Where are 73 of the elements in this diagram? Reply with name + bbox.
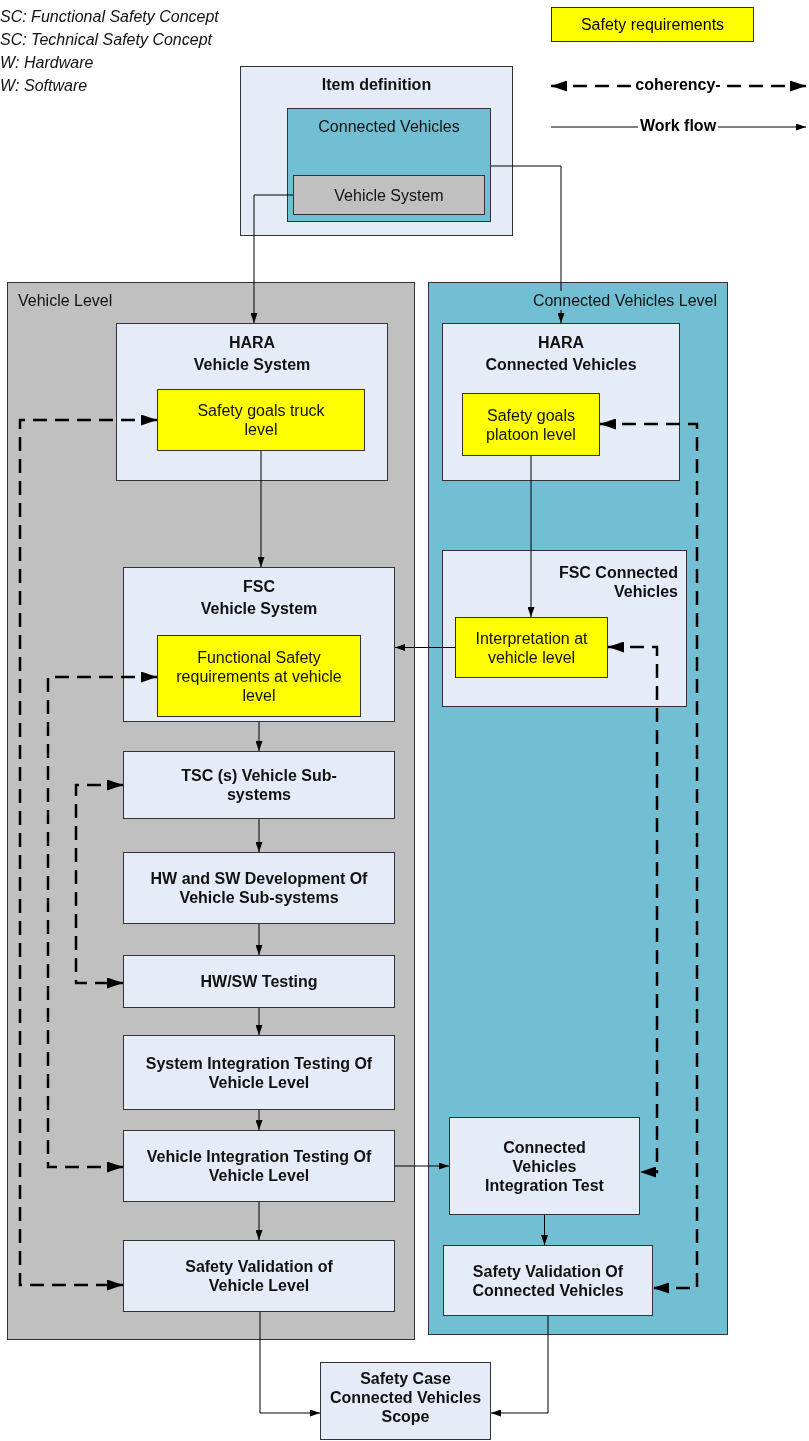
workflow-arrow	[255, 1201, 263, 1241]
workflow-arrow	[259, 1311, 321, 1417]
coherency-arrow	[74, 779, 123, 989]
box-title: Vehicle System	[193, 355, 311, 375]
container-box	[240, 66, 513, 236]
coherency-arrow	[600, 418, 699, 1294]
process-box	[123, 1035, 395, 1110]
box-title: Connected Vehicles	[485, 355, 637, 375]
process-box	[293, 175, 485, 215]
coherency-arrow	[46, 671, 157, 1173]
workflow-arrow	[394, 1162, 450, 1170]
box-label: System Integration Testing Of Vehicle Level	[145, 1053, 373, 1092]
box-title: Vehicle System	[200, 599, 318, 619]
workflow-arrow	[490, 1315, 549, 1417]
box-label: Vehicle System	[334, 185, 444, 205]
abbreviation-note: W: Software	[0, 77, 88, 95]
abbreviation-note: SC: Technical Safety Concept	[0, 31, 212, 49]
workflow-arrow	[250, 194, 294, 324]
process-box	[116, 323, 388, 481]
workflow-arrow	[527, 455, 535, 618]
process-box	[123, 1240, 395, 1312]
box-title: HARA	[537, 333, 585, 353]
process-box	[123, 751, 395, 819]
workflow-arrow	[255, 818, 263, 853]
box-label: Connected Vehicles Integration Test	[484, 1137, 605, 1195]
coherency-arrow	[608, 641, 659, 1178]
workflow-arrow	[541, 1214, 548, 1246]
box-label: Item definition	[321, 75, 432, 94]
box-label: TSC (s) Vehicle Sub-systems	[180, 766, 338, 804]
swimlane-panel	[7, 282, 415, 1340]
workflow-arrow	[394, 644, 456, 651]
container-box	[287, 108, 491, 222]
box-title: FSC	[243, 577, 275, 597]
process-box	[123, 567, 395, 722]
box-label: Safety Validation Of Connected Vehicles	[471, 1261, 625, 1300]
box-label: Vehicle Integration Testing Of Vehicle Level	[145, 1147, 373, 1185]
legend-label: coherency-	[633, 76, 723, 94]
box-title: HARA	[228, 333, 276, 353]
workflow-arrow	[255, 1109, 263, 1131]
process-box	[123, 852, 395, 924]
workflow-arrow	[255, 923, 263, 956]
box-label: HW/SW Testing	[200, 972, 318, 991]
workflow-arrow	[255, 721, 263, 752]
requirement-box	[462, 393, 600, 456]
requirement-box	[455, 617, 608, 678]
box-label: Safety Case Connected Vehicles Scope	[328, 1369, 483, 1426]
requirement-box	[157, 635, 361, 717]
lane-label: Connected Vehicles Level	[532, 291, 717, 310]
box-label: Safety Validation of Vehicle Level	[184, 1257, 334, 1295]
process-box	[442, 550, 687, 707]
process-box	[442, 323, 680, 481]
lane-label: Vehicle Level	[18, 291, 113, 310]
box-label: Safety goals truck level	[196, 401, 326, 439]
swimlane-panel	[428, 282, 728, 1335]
process-box	[123, 1130, 395, 1202]
box-label: FSC Connected Vehicles	[557, 563, 678, 601]
abbreviation-note: SC: Functional Safety Concept	[0, 8, 219, 26]
box-label: Functional Safety requirements at vehicle level	[175, 647, 343, 705]
workflow-arrow	[255, 1007, 263, 1036]
workflow-arrow	[490, 165, 565, 324]
box-label: Safety goals platoon level	[485, 405, 577, 444]
process-box	[449, 1117, 640, 1215]
box-label: Interpretation at vehicle level	[474, 628, 589, 667]
process-box	[320, 1362, 491, 1440]
abbreviation-note: W: Hardware	[0, 54, 94, 72]
legend-label: Safety requirements	[580, 15, 725, 34]
box-label: Connected Vehicles	[318, 117, 460, 136]
process-box	[123, 955, 395, 1008]
coherency-arrow	[18, 414, 157, 1291]
process-box	[443, 1245, 653, 1316]
box-label: HW and SW Development Of Vehicle Sub-systems	[149, 869, 369, 907]
requirement-box	[157, 389, 365, 451]
workflow-arrow	[257, 450, 265, 568]
